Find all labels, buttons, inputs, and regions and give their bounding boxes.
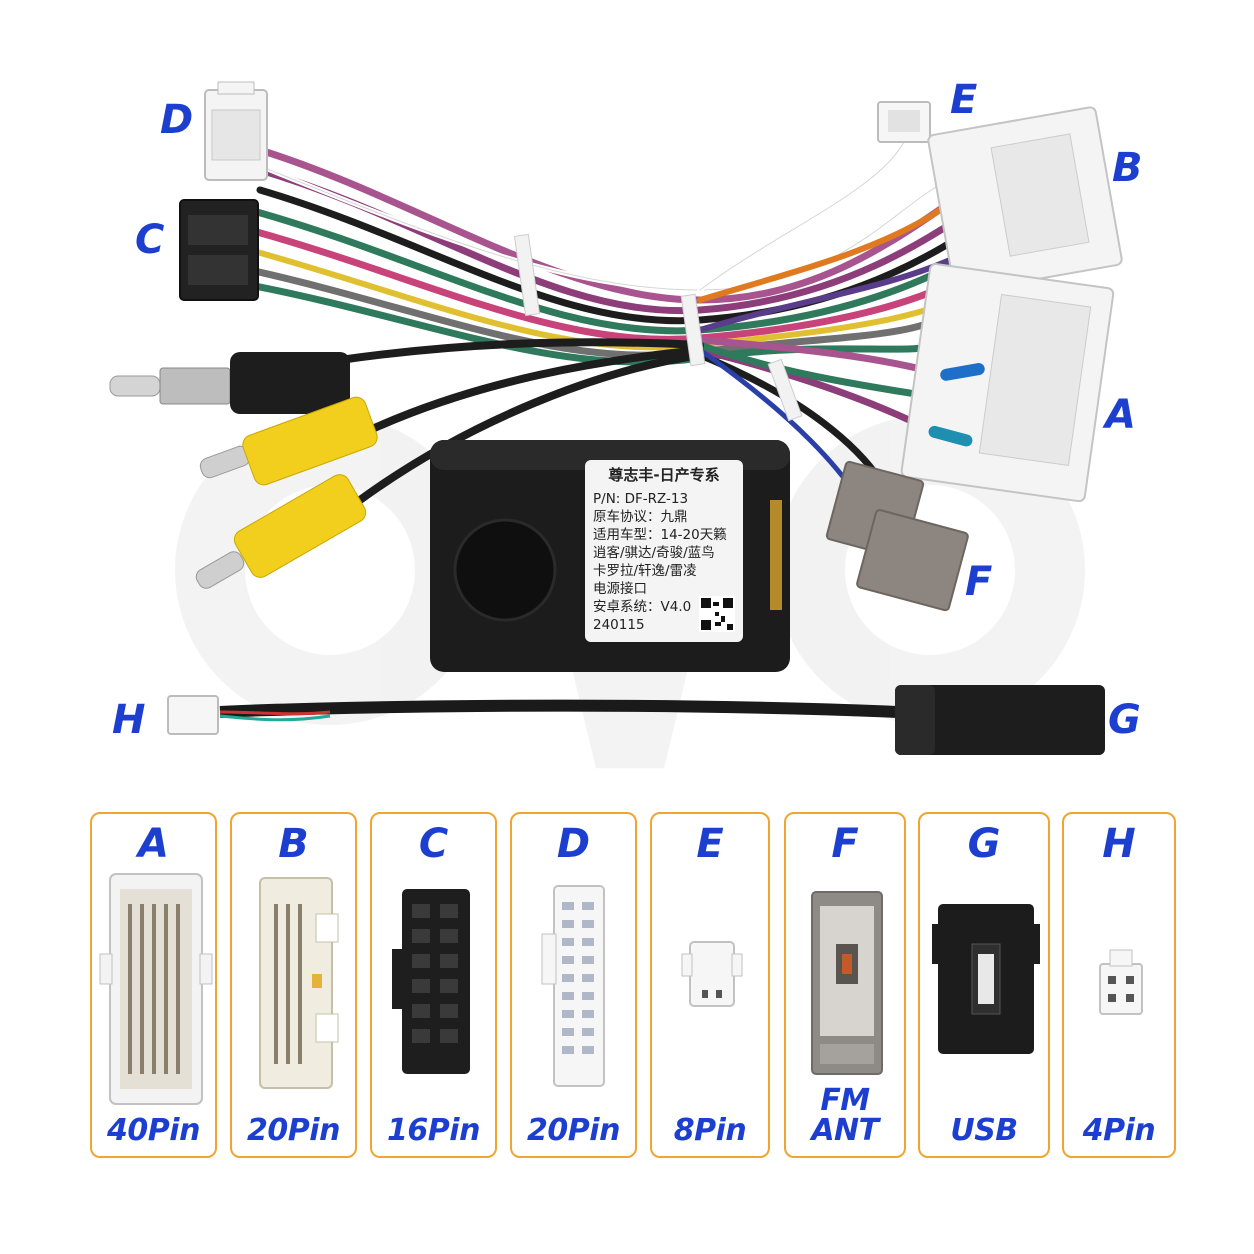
- card-letter: H: [1102, 821, 1136, 867]
- connector-h-icon: [1099, 949, 1143, 1015]
- module-label-system: 安卓系统：V4.0: [593, 599, 692, 615]
- card-pins: FM ANT: [811, 1083, 879, 1148]
- rca-plug-1: [199, 396, 378, 486]
- card-letter: F: [831, 821, 859, 867]
- connector-card-b: B 20Pin: [230, 812, 357, 1158]
- module-label-line7: 电源接口: [593, 581, 647, 597]
- connector-f-photo: [825, 460, 969, 612]
- card-letter: E: [696, 821, 724, 867]
- connector-e-icon: [681, 941, 743, 1007]
- connector-card-c: C 16Pin: [370, 812, 497, 1158]
- card-pins: 16Pin: [387, 1113, 480, 1148]
- card-pins: 4Pin: [1082, 1113, 1156, 1148]
- connector-b-icon: [259, 877, 339, 1089]
- card-letter: G: [967, 821, 1001, 867]
- card-letter: B: [278, 821, 309, 867]
- card-letter: D: [556, 821, 591, 867]
- callout-g: G: [1108, 697, 1141, 743]
- rca-plug-2: [195, 474, 367, 589]
- callout-h: H: [112, 697, 146, 743]
- connector-b-photo: [927, 106, 1123, 294]
- callout-a: A: [1105, 392, 1136, 438]
- callout-d: D: [160, 97, 194, 143]
- module-label-models2: 逍客/骐达/奇骏/蓝鸟: [593, 545, 715, 561]
- connector-card-e: E 8Pin: [650, 812, 770, 1158]
- connector-card-g: G USB: [918, 812, 1050, 1158]
- card-pins: 20Pin: [247, 1113, 340, 1148]
- module-label-title: 尊志丰-日产专系: [608, 466, 720, 484]
- card-letter: C: [418, 821, 449, 867]
- module-label-models: 适用车型：14-20天籁: [593, 527, 727, 543]
- connector-c-icon: [392, 889, 470, 1074]
- connector-card-a: A 40Pin: [90, 812, 217, 1158]
- connector-card-f: F FM ANT: [784, 812, 906, 1158]
- card-pins: 20Pin: [527, 1113, 620, 1148]
- callout-f: F: [965, 559, 993, 605]
- connector-c-photo: [179, 199, 259, 301]
- module-label-protocol: 原车协议：九鼎: [593, 509, 688, 525]
- module-label-date: 240115: [593, 617, 645, 633]
- qr-code-icon: [699, 596, 735, 632]
- usb-cable: [167, 685, 1105, 755]
- connector-f-icon: [811, 891, 883, 1075]
- connector-card-h: H 4Pin: [1062, 812, 1176, 1158]
- connector-a-icon: [99, 873, 213, 1105]
- module-label-models3: 卡罗拉/轩逸/雷凌: [593, 563, 697, 579]
- connector-a-photo: [900, 263, 1115, 503]
- module-label: 尊志丰-日产专系 P/N: DF-RZ-13 原车协议：九鼎 适用车型：14-2…: [585, 460, 743, 642]
- callout-b: B: [1112, 145, 1143, 191]
- card-pins: 8Pin: [673, 1113, 747, 1148]
- connector-card-d: D 20Pin: [510, 812, 637, 1158]
- callout-c: C: [135, 217, 165, 263]
- card-pins: 40Pin: [107, 1113, 200, 1148]
- connector-d-icon: [541, 885, 605, 1087]
- fm-antenna-plug: [109, 352, 350, 414]
- connector-g-icon: [932, 904, 1040, 1054]
- callout-e: E: [950, 77, 978, 123]
- connector-d-photo: [204, 81, 268, 181]
- card-pins: USB: [950, 1113, 1018, 1148]
- card-letter: A: [138, 821, 169, 867]
- module-label-pn: P/N: DF-RZ-13: [593, 491, 689, 507]
- connector-e-photo: [877, 101, 931, 143]
